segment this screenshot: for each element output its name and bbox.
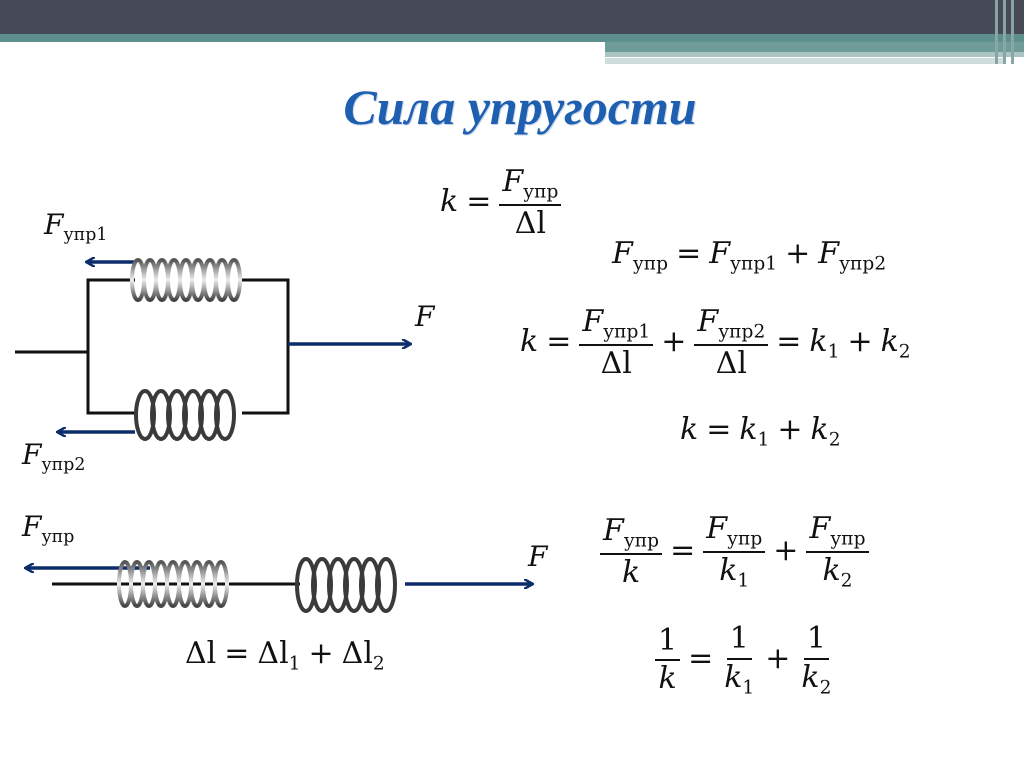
- label-F: F: [415, 300, 435, 333]
- header-accent-stripe-3: [605, 52, 1024, 57]
- formula-k-parallel: k=k1+k2: [680, 412, 841, 451]
- header-accent-stripe-2: [605, 42, 1024, 52]
- label-Fupr1: Fупр1: [44, 208, 108, 246]
- spring-silver-top: [130, 258, 242, 302]
- label-Fupr: Fупр: [22, 510, 75, 548]
- formula-elongation-sum: Δl=Δl1+Δl2: [185, 636, 385, 675]
- label-F-series: F: [528, 540, 548, 573]
- spring-dark-series: [295, 557, 397, 613]
- spring-dark-bottom: [134, 389, 236, 441]
- header-accent-stripe-4: [605, 58, 1005, 64]
- header-vertical-stripe: [995, 0, 998, 64]
- slide-title: Сила упругости: [343, 79, 697, 135]
- header-vertical-stripe: [1011, 0, 1014, 64]
- parallel-circuit-wires: [15, 278, 290, 415]
- formula-force-sum: Fупр=Fупр1+Fупр2: [612, 236, 887, 275]
- label-Fupr2: Fупр2: [22, 438, 86, 476]
- header-vertical-stripe: [1003, 0, 1006, 64]
- spring-silver-series: [117, 560, 229, 608]
- header-bar: [0, 0, 1024, 34]
- header-accent-stripe: [0, 34, 1024, 42]
